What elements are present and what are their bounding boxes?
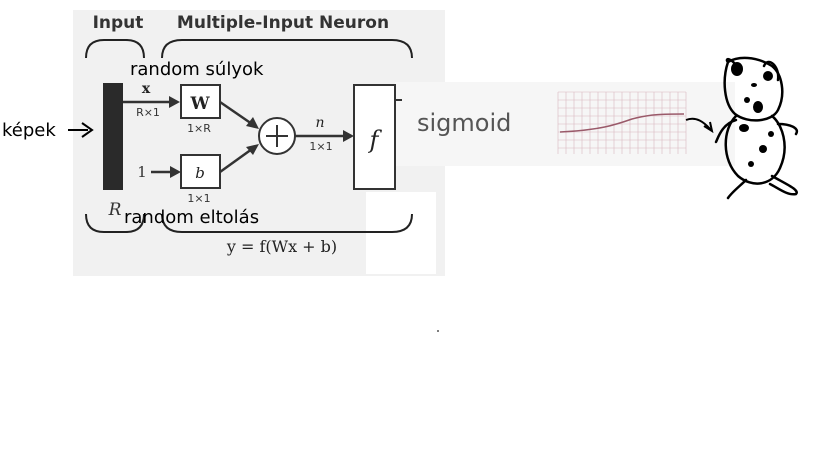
- bias-input-arrow-head: [170, 166, 181, 178]
- weight-to-sum-arrow-head: [246, 117, 259, 129]
- creature-head: [723, 56, 784, 122]
- creature-right-ear: [762, 60, 780, 82]
- kepek-label: képek: [2, 120, 56, 141]
- bias-to-sum-arrow-head: [246, 144, 259, 155]
- bias-to-sum-line: [219, 147, 253, 174]
- stray-dot: [437, 330, 439, 332]
- creature-drawing: [714, 56, 799, 200]
- kepek-arrow-head: [81, 122, 94, 138]
- one-label: 1: [137, 163, 147, 181]
- x-arrow-head: [169, 96, 180, 108]
- random-bias-label: random eltolás: [124, 207, 259, 228]
- n-symbol: n: [315, 115, 324, 131]
- weight-to-sum-line: [219, 100, 253, 126]
- sigmoid-grid: [557, 91, 687, 154]
- bias-box: [180, 154, 221, 189]
- creature-right-arm: [776, 122, 799, 136]
- sketch-arrow-line: [685, 117, 712, 131]
- neuron-header: Multiple-Input Neuron: [177, 13, 389, 33]
- input-header: Input: [93, 13, 144, 33]
- r-label: R: [108, 200, 122, 220]
- creature-spots: [731, 62, 774, 167]
- n-arrow-head: [343, 130, 354, 142]
- random-weights-label: random súlyok: [130, 59, 264, 80]
- sigmoid-label: sigmoid: [417, 109, 511, 137]
- creature-left-arm: [714, 118, 738, 144]
- weight-dim: 1×R: [187, 122, 211, 135]
- creature-body: [724, 114, 786, 185]
- formula: y = f(Wx + b): [226, 237, 337, 256]
- sigmoid-curve: [559, 113, 685, 133]
- weight-box: [180, 84, 221, 119]
- x-symbol: x: [142, 81, 151, 97]
- neuron-bracket-bottom: [161, 213, 413, 233]
- n-dim: 1×1: [309, 140, 332, 153]
- sketch-arrow-head: [703, 121, 714, 134]
- bias-dim: 1×1: [187, 192, 210, 205]
- input-vector-bar: [103, 83, 123, 190]
- activation-box: [353, 84, 396, 190]
- creature-left-leg: [726, 178, 748, 200]
- input-bracket-bottom: [85, 213, 145, 233]
- neuron-bracket-top: [161, 39, 413, 59]
- creature-right-leg: [768, 174, 798, 196]
- weight-symbol: W: [189, 94, 210, 114]
- input-bracket-top: [85, 39, 145, 59]
- x-dim: R×1: [136, 106, 160, 119]
- bias-symbol: b: [195, 164, 205, 182]
